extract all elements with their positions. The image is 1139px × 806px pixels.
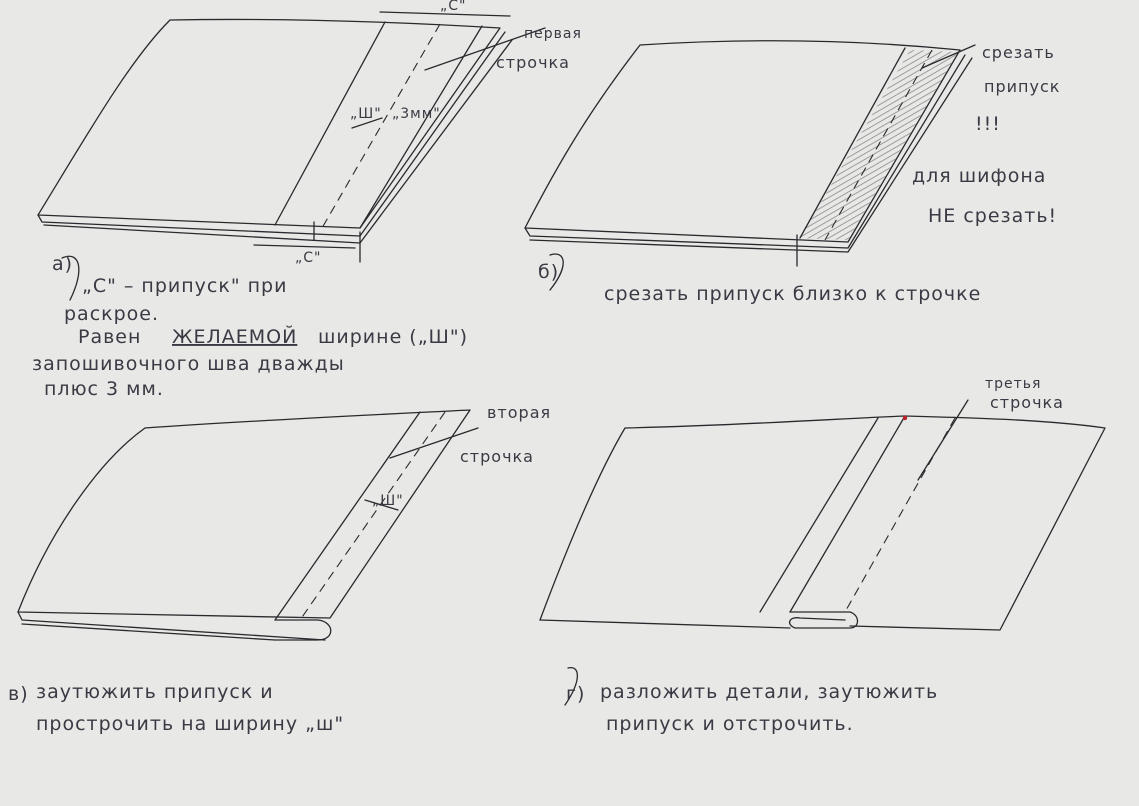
label-sh: „Ш"	[350, 106, 382, 122]
note-exclamations: !!!	[975, 113, 1001, 135]
panel-b-marker: б)	[538, 261, 559, 283]
panel-a-caption-line: плюс 3 мм.	[44, 378, 164, 400]
panel-d-drawing	[539, 399, 1106, 706]
panel-c-caption-line: заутюжить припуск и	[36, 681, 274, 703]
label-sh-c: „Ш"	[372, 493, 404, 509]
panel-d-caption-line: припуск и отстрочить.	[606, 713, 854, 735]
panel-c-drawing	[17, 409, 479, 641]
panel-a-caption-line: „С" – припуск" при	[82, 275, 287, 297]
label-3mm: „3мм"	[392, 106, 441, 122]
note-cut-1: срезать	[982, 43, 1055, 62]
panel-a-caption-line: Равен	[78, 326, 141, 348]
panel-a-marker: а)	[52, 253, 73, 275]
label-third-stitch-1: третья	[985, 376, 1041, 392]
panel-a-caption-emphasis: ЖЕЛАЕМОЙ	[172, 325, 297, 348]
label-first-stitch-2: строчка	[496, 53, 570, 72]
label-second-stitch-1: вторая	[487, 403, 551, 422]
panel-c-marker: в)	[8, 683, 29, 705]
label-c-bottom: „С"	[295, 250, 321, 266]
panel-a-drawing	[37, 11, 546, 301]
label-third-stitch-2: строчка	[990, 393, 1064, 412]
label-second-stitch-2: строчка	[460, 447, 534, 466]
panel-a-caption-line: ширине („Ш")	[318, 326, 468, 348]
panel-a-caption-line: раскрое.	[64, 303, 159, 325]
panel-b-caption: срезать припуск близко к строчке	[604, 283, 981, 305]
panel-d-caption-line: разложить детали, заутюжить	[600, 681, 938, 703]
panel-d-marker: г)	[566, 683, 585, 705]
panel-b-drawing	[524, 40, 976, 291]
panel-a-caption-line: запошивочного шва дважды	[32, 353, 345, 375]
note-cut-2: припуск	[984, 77, 1060, 96]
note-chiffon-1: для шифона	[912, 165, 1046, 187]
label-c-top: „С"	[440, 0, 466, 14]
label-first-stitch-1: первая	[524, 26, 582, 42]
note-chiffon-2: НЕ срезать!	[928, 205, 1057, 227]
panel-c-caption-line: прострочить на ширину „ш"	[36, 713, 344, 735]
